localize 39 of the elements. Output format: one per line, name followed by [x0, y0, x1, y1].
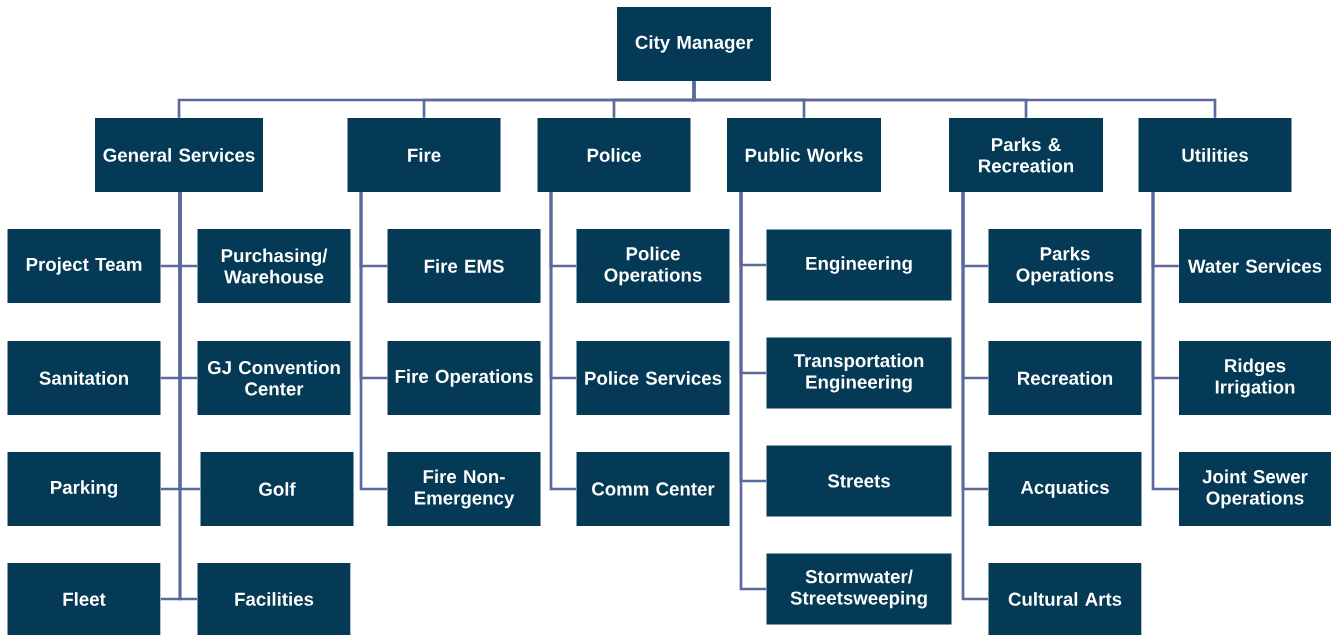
org-box: Transportation Engineering — [766, 337, 952, 409]
org-box: Fire — [347, 118, 501, 192]
org-box: Joint Sewer Operations — [1179, 452, 1331, 526]
org-box: Project Team — [7, 229, 161, 303]
connector-line — [178, 192, 198, 601]
org-box: Sanitation — [7, 341, 161, 415]
connector-line — [359, 192, 388, 491]
org-box: Golf — [200, 452, 354, 526]
connector-line — [961, 192, 989, 601]
org-box: Cultural Arts — [988, 563, 1142, 635]
connector-line — [739, 192, 767, 591]
org-box: Streets — [766, 445, 952, 517]
org-box: Comm Center — [576, 452, 730, 526]
org-box: Utilities — [1138, 118, 1292, 192]
org-box: Fire EMS — [387, 229, 541, 303]
org-box: GJ Convention Center — [197, 341, 351, 415]
org-box: Fleet — [7, 563, 161, 635]
connector-line — [549, 192, 577, 491]
org-box: Water Services — [1179, 229, 1331, 303]
org-box: City Manager — [617, 7, 771, 81]
org-box: Fire Operations — [387, 341, 541, 415]
org-box: Police Operations — [576, 229, 730, 303]
org-box: Purchasing/ Warehouse — [197, 229, 351, 303]
org-box: Recreation — [988, 341, 1142, 415]
connector-line — [1151, 192, 1179, 491]
org-box: Public Works — [727, 118, 881, 192]
connector-line — [692, 81, 1217, 118]
org-box: Parking — [7, 452, 161, 526]
org-box: Engineering — [766, 229, 952, 301]
org-box: Acquatics — [988, 452, 1142, 526]
org-box: Parks & Recreation — [949, 118, 1103, 192]
org-box: Fire Non-Emergency — [387, 452, 541, 526]
org-box: Facilities — [197, 563, 351, 635]
org-box: Police Services — [576, 341, 730, 415]
org-box: Parks Operations — [988, 229, 1142, 303]
org-box: General Services — [95, 118, 263, 192]
org-box: Police — [537, 118, 691, 192]
org-box: Ridges Irrigation — [1179, 341, 1331, 415]
org-box: Stormwater/ Streetsweeping — [766, 553, 952, 625]
